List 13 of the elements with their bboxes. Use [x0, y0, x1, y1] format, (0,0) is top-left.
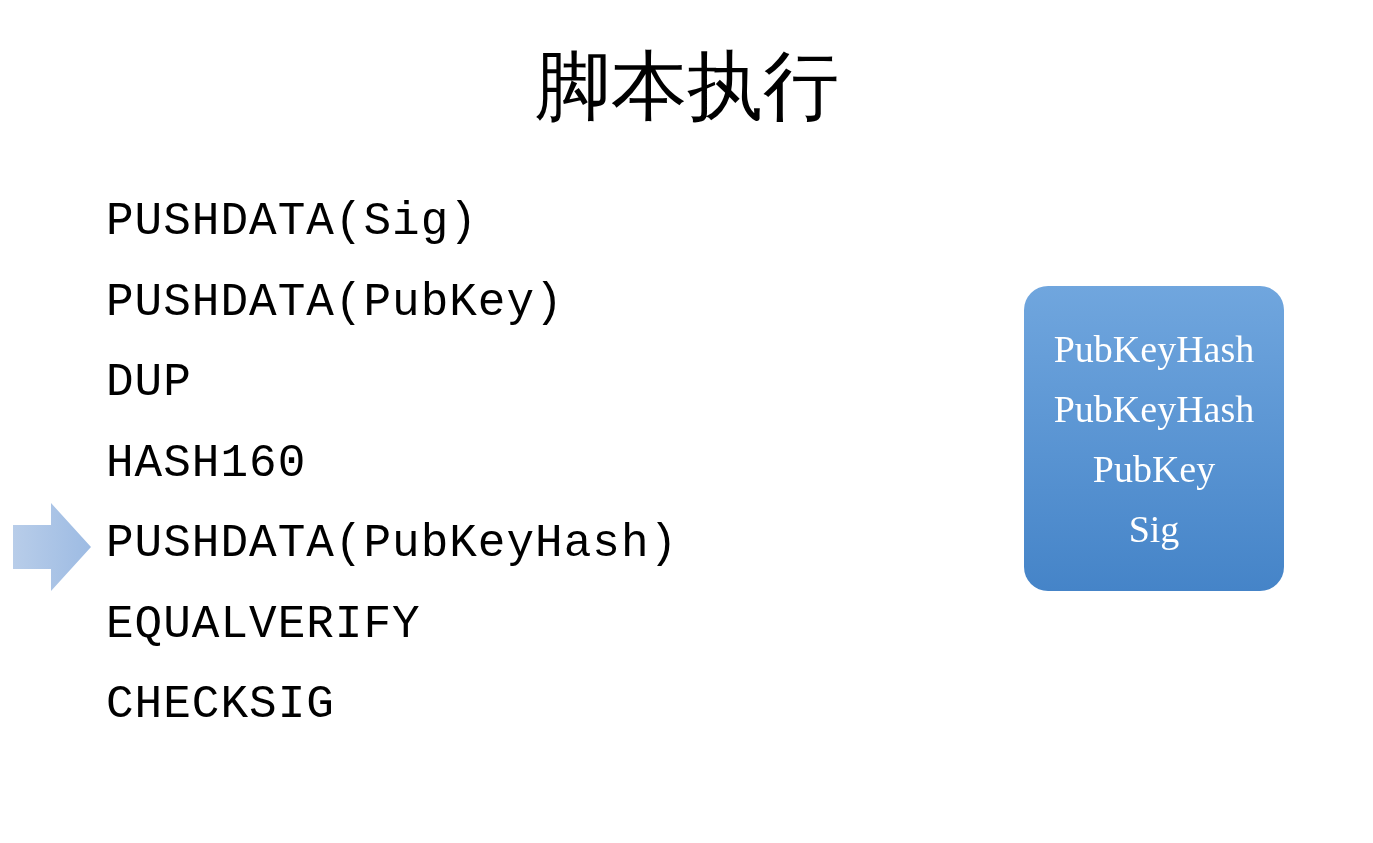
code-line: DUP	[106, 356, 192, 411]
code-line: HASH160	[106, 436, 307, 492]
code-line: CHECKSIG	[106, 678, 335, 733]
stack-item: PubKey	[1092, 446, 1216, 492]
code-line: EQUALVERIFY	[106, 597, 421, 653]
code-line: PUSHDATA(PubKey)	[106, 275, 564, 331]
stack-item: PubKeyHash	[1053, 326, 1255, 372]
stack-box	[1024, 286, 1284, 591]
stack-item: PubKeyHash	[1053, 386, 1255, 432]
code-line: PUSHDATA(PubKeyHash)	[106, 517, 679, 572]
code-line: PUSHDATA(Sig)	[106, 195, 478, 250]
stack-item: Sig	[1128, 506, 1180, 552]
slide-title: 脚本执行	[534, 43, 839, 130]
